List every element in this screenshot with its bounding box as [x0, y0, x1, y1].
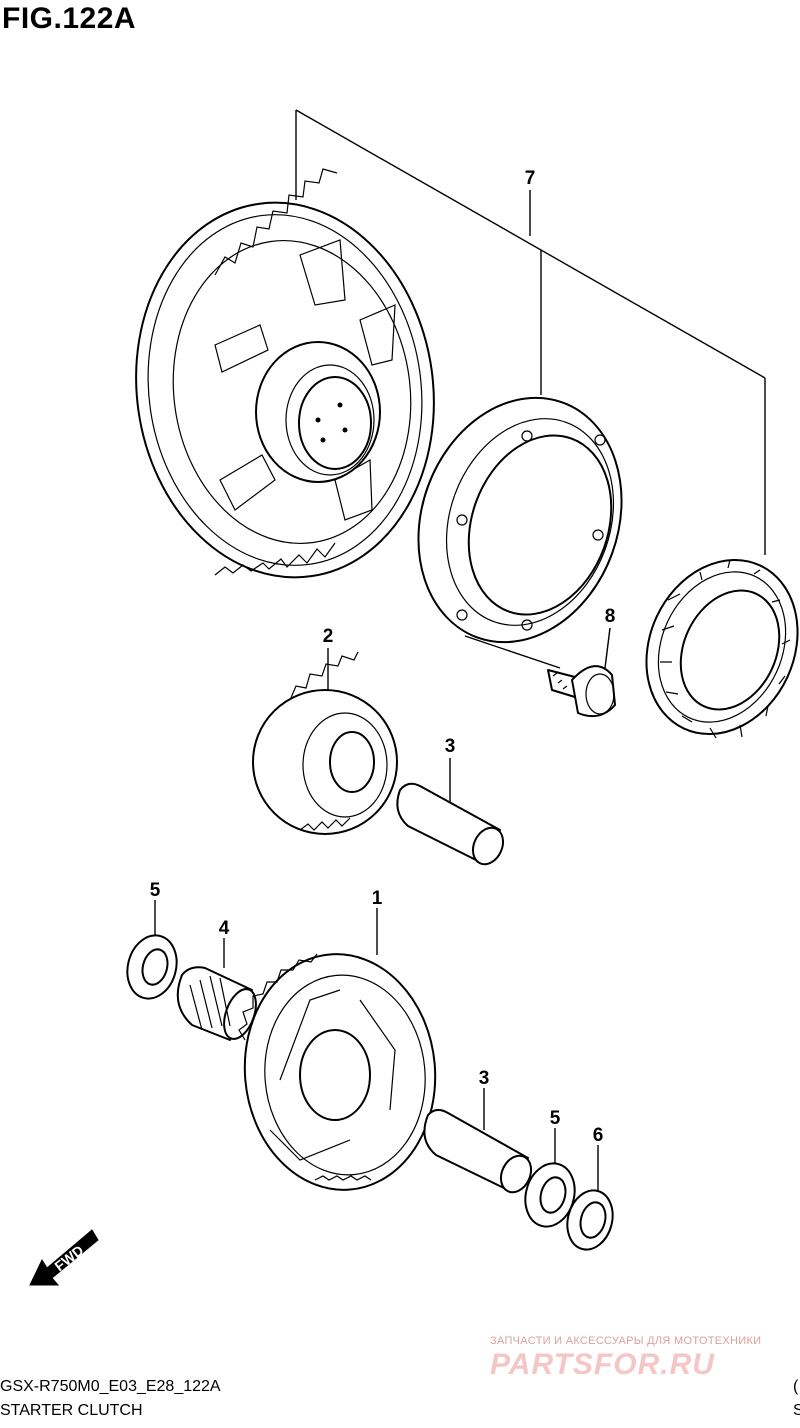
- diagram-code: GSX-R750M0_E03_E28_122A: [0, 1378, 221, 1395]
- washer-5-left: [126, 900, 178, 1000]
- one-way-clutch: [645, 558, 799, 739]
- starter-idle-gear-1: [238, 908, 437, 1191]
- figure-title: FIG.122A: [2, 2, 137, 35]
- needle-bearing-4: [176, 938, 257, 1041]
- forward-direction-arrow: FWD: [29, 1229, 99, 1286]
- footer-edge-text-1: (: [793, 1378, 799, 1395]
- shaft-3-lower: [423, 1088, 533, 1194]
- starter-driven-gear: [135, 168, 435, 579]
- callout-3-lower: 3: [479, 1068, 490, 1089]
- callout-5-left: 5: [150, 880, 161, 901]
- watermark-tagline: ЗАПЧАСТИ И АКСЕССУАРЫ ДЛЯ МОТОТЕХНИКИ: [490, 1335, 762, 1347]
- callout-6: 6: [593, 1125, 604, 1146]
- washer-6: [566, 1145, 614, 1251]
- callout-7: 7: [525, 168, 536, 189]
- assembly-bracket-7: [295, 109, 766, 555]
- watermark-logo: PARTSFOR.RU: [490, 1348, 715, 1381]
- callout-3-upper: 3: [445, 736, 456, 757]
- bolt-8: [464, 627, 616, 718]
- callout-4: 4: [219, 918, 230, 939]
- idle-gear-2: [252, 648, 398, 835]
- callout-8: 8: [605, 606, 616, 627]
- callout-5-right: 5: [550, 1108, 561, 1129]
- diagram-name: STARTER CLUTCH: [0, 1402, 143, 1419]
- callout-1: 1: [372, 888, 383, 909]
- footer-edge-text-2: S: [793, 1402, 800, 1419]
- starter-clutch-housing: [417, 396, 623, 644]
- callout-2: 2: [323, 626, 334, 647]
- shaft-3-upper: [396, 758, 505, 866]
- washer-5-right: [524, 1128, 576, 1228]
